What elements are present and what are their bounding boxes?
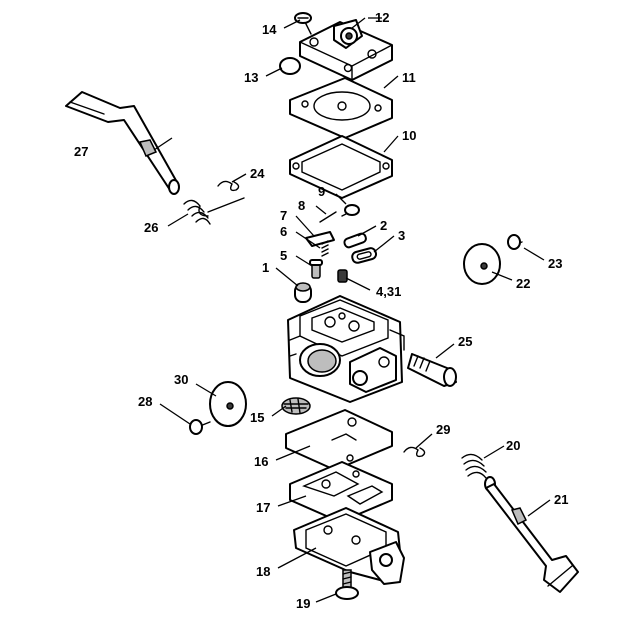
callout-18: 18 <box>256 564 270 579</box>
part-22-disc[interactable] <box>463 243 501 285</box>
callout-26: 26 <box>144 220 158 235</box>
part-17-gasket[interactable] <box>289 461 393 523</box>
part-13-o-ring[interactable] <box>279 57 301 75</box>
part-6-spring[interactable] <box>321 240 329 257</box>
callout-20: 20 <box>506 438 520 453</box>
callout-1: 1 <box>262 260 269 275</box>
part-14-screw[interactable] <box>294 12 312 35</box>
part-15-strainer[interactable] <box>281 397 311 415</box>
callout-23: 23 <box>548 256 562 271</box>
part-1-plug[interactable] <box>294 282 312 303</box>
part-11-diaphragm[interactable] <box>289 77 393 139</box>
callout-27: 27 <box>74 144 88 159</box>
carburetor-body[interactable] <box>287 295 405 403</box>
callout-labels: 12 14 13 11 10 9 8 7 6 2 3 5 1 4,31 27 2… <box>74 10 568 611</box>
part-7-lever[interactable] <box>305 231 335 247</box>
part-26-spring[interactable] <box>183 197 245 225</box>
callout-15: 15 <box>250 410 264 425</box>
part-30-disc[interactable] <box>209 381 247 427</box>
part-9-screw[interactable] <box>341 204 360 217</box>
callout-25: 25 <box>458 334 472 349</box>
part-21-shaft[interactable] <box>484 476 579 593</box>
part-12-pump-cover[interactable] <box>299 19 393 81</box>
part-20-spring[interactable] <box>461 453 487 479</box>
part-3-needle-valve[interactable] <box>351 247 378 264</box>
callout-2: 2 <box>380 218 387 233</box>
callout-24: 24 <box>250 166 265 181</box>
callout-19: 19 <box>296 596 310 611</box>
callout-17: 17 <box>256 500 270 515</box>
callout-29: 29 <box>436 422 450 437</box>
callout-13: 13 <box>244 70 258 85</box>
part-28-screw[interactable] <box>189 419 211 435</box>
callout-8: 8 <box>298 198 305 213</box>
callout-4-31: 4,31 <box>376 284 401 299</box>
callout-11: 11 <box>402 70 416 85</box>
callout-28: 28 <box>138 394 152 409</box>
part-5-jet[interactable] <box>309 259 323 279</box>
part-8-pin[interactable] <box>319 211 337 223</box>
leader-lines <box>153 17 551 603</box>
callout-3: 3 <box>398 228 405 243</box>
callout-22: 22 <box>516 276 530 291</box>
callout-9: 9 <box>318 184 325 199</box>
callout-12: 12 <box>375 10 389 25</box>
part-23-screw[interactable] <box>507 234 523 250</box>
part-24-clip[interactable] <box>217 180 240 192</box>
part-29-clip[interactable] <box>403 446 426 458</box>
part-10-gasket[interactable] <box>289 135 393 199</box>
callout-21: 21 <box>554 492 568 507</box>
part-2-needle[interactable] <box>343 232 367 249</box>
part-19-screw[interactable] <box>335 569 359 600</box>
callout-6: 6 <box>280 224 287 239</box>
callout-10: 10 <box>402 128 416 143</box>
part-16-diaphragm[interactable] <box>285 409 393 471</box>
callout-14: 14 <box>262 22 277 37</box>
callout-7: 7 <box>280 208 287 223</box>
part-4-31-jet[interactable] <box>337 269 348 283</box>
callout-5: 5 <box>280 248 287 263</box>
part-27-shaft[interactable] <box>65 91 180 195</box>
callout-30: 30 <box>174 372 188 387</box>
part-25-shaft[interactable] <box>407 353 457 387</box>
part-18-pump-housing[interactable] <box>293 507 405 585</box>
callout-16: 16 <box>254 454 268 469</box>
